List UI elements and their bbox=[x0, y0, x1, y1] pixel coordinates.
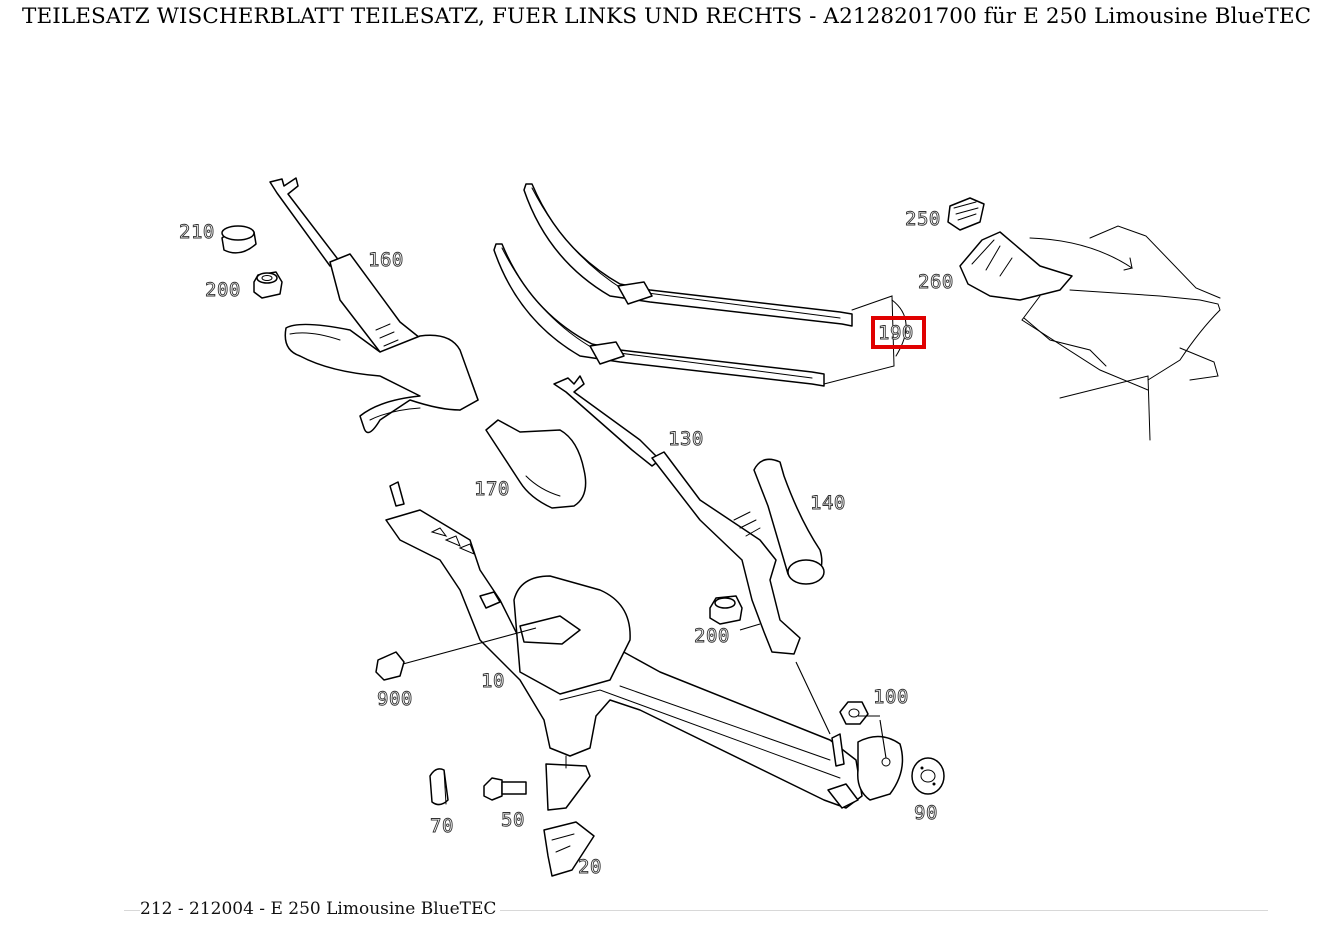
part-170-cover[interactable] bbox=[485, 419, 587, 509]
part-200-nut-top[interactable] bbox=[253, 271, 283, 299]
callout-90[interactable]: 90 bbox=[914, 802, 938, 825]
part-200-nut-mid[interactable] bbox=[709, 595, 743, 625]
callout-260[interactable]: 260 bbox=[918, 271, 954, 294]
part-250-clip[interactable] bbox=[947, 197, 985, 231]
callout-130[interactable]: 130 bbox=[668, 428, 704, 451]
leader-lines bbox=[402, 623, 887, 759]
callout-100[interactable]: 100 bbox=[873, 686, 909, 709]
part-160-wiper-arm[interactable] bbox=[269, 177, 479, 434]
highlight-box-190 bbox=[871, 316, 926, 349]
part-900-grommet[interactable] bbox=[375, 651, 405, 681]
part-50-bolt[interactable] bbox=[483, 777, 527, 801]
part-90-bushing[interactable] bbox=[911, 757, 945, 795]
part-130-wiper-arm[interactable] bbox=[553, 375, 801, 655]
callout-70[interactable]: 70 bbox=[430, 815, 454, 838]
callout-190[interactable]: 190 bbox=[878, 322, 914, 345]
callout-210[interactable]: 210 bbox=[179, 221, 215, 244]
footer-divider bbox=[124, 910, 1268, 911]
part-260-cover[interactable] bbox=[959, 231, 1073, 301]
part-10-wiper-linkage[interactable] bbox=[385, 481, 904, 809]
part-210-cap[interactable] bbox=[221, 225, 257, 254]
part-140-hose[interactable] bbox=[753, 458, 825, 585]
callout-250[interactable]: 250 bbox=[905, 208, 941, 231]
callout-160[interactable]: 160 bbox=[368, 249, 404, 272]
part-190-wiper-blades[interactable] bbox=[493, 183, 907, 387]
callout-170[interactable]: 170 bbox=[474, 478, 510, 501]
part-100-nut[interactable] bbox=[839, 701, 869, 725]
callout-900[interactable]: 900 bbox=[377, 688, 413, 711]
callout-200-mid[interactable]: 200 bbox=[694, 625, 730, 648]
part-20-brackets[interactable] bbox=[543, 755, 595, 877]
part-70-grommet[interactable] bbox=[429, 768, 449, 806]
callout-50[interactable]: 50 bbox=[501, 809, 525, 832]
page-title: TEILESATZ WISCHERBLATT TEILESATZ, FUER L… bbox=[22, 4, 1312, 29]
footer-caption: 212 - 212004 - E 250 Limousine BlueTEC bbox=[140, 899, 501, 919]
callout-10[interactable]: 10 bbox=[481, 670, 505, 693]
callout-140[interactable]: 140 bbox=[810, 492, 846, 515]
car-outline bbox=[1021, 225, 1221, 441]
callout-200-top[interactable]: 200 bbox=[205, 279, 241, 302]
callout-20[interactable]: 20 bbox=[578, 856, 602, 879]
